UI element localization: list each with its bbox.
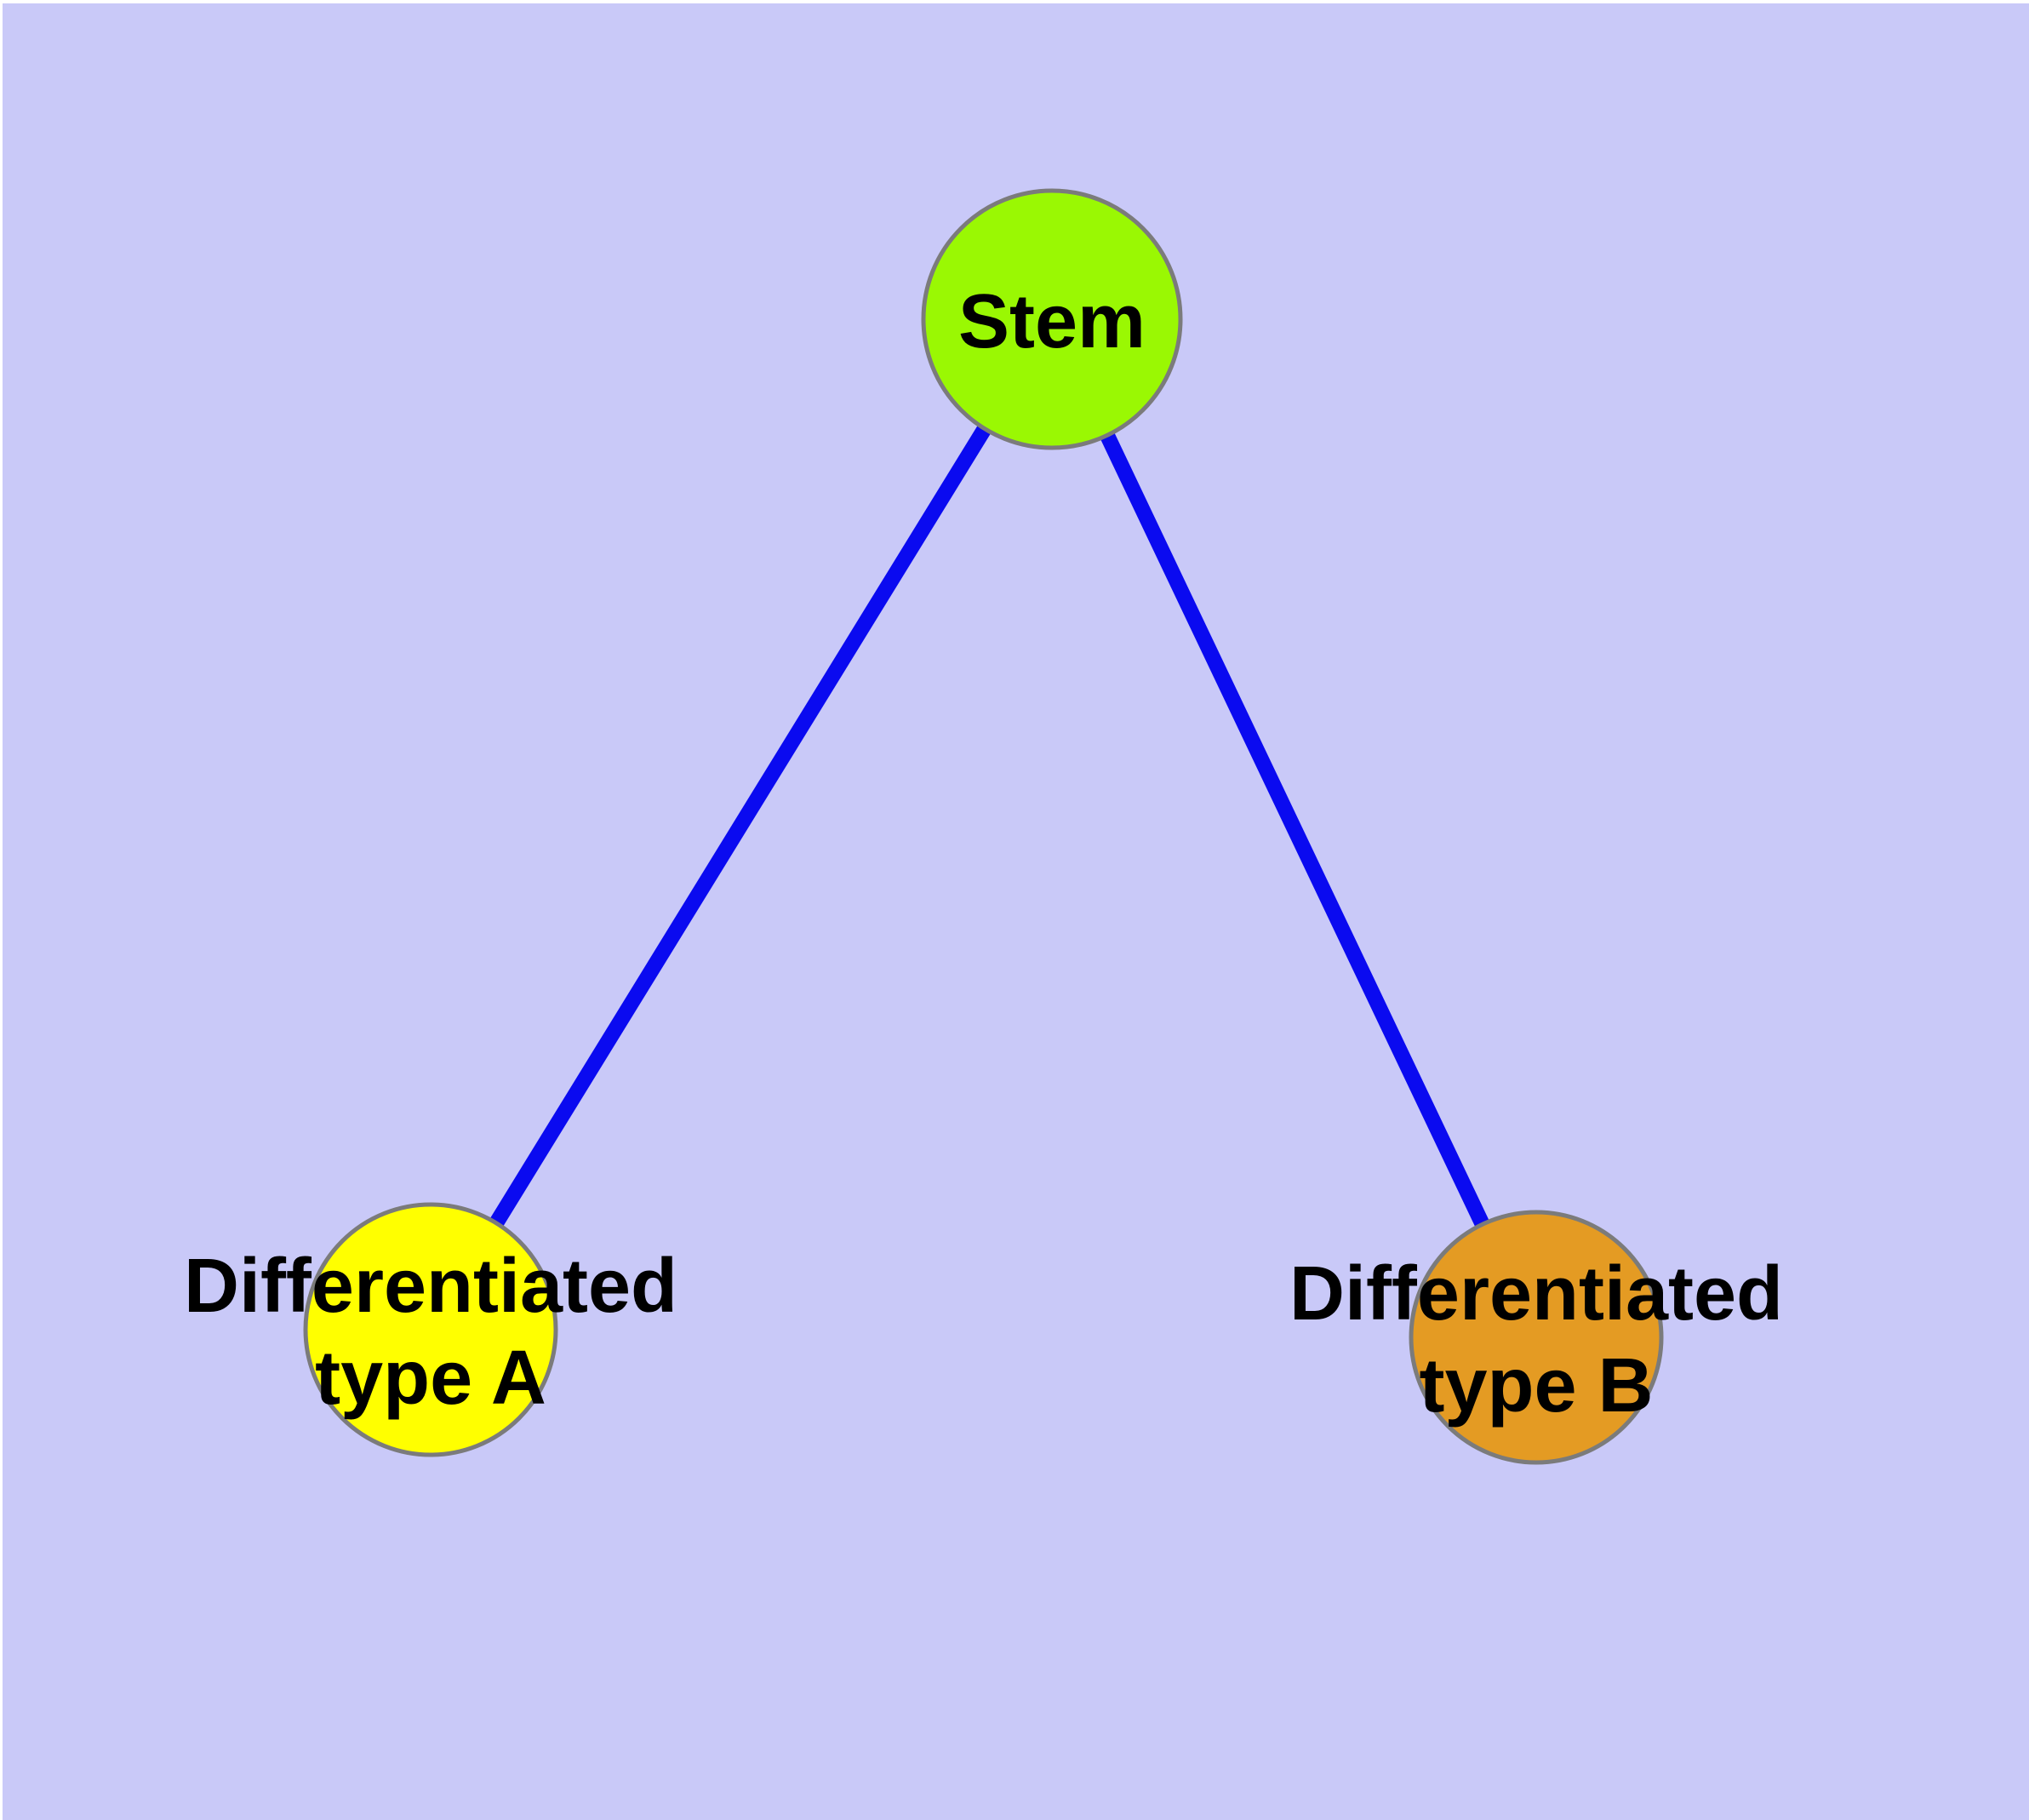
node-stem: Stem bbox=[921, 188, 1183, 450]
type-a-node-label-line1: Differentiated bbox=[184, 1244, 677, 1329]
node-type-a: Differentiated type A bbox=[184, 1202, 677, 1457]
type-a-node-label-line2: type A bbox=[315, 1336, 546, 1421]
node-type-b: Differentiated type B bbox=[1289, 1210, 1783, 1465]
stem-node-label: Stem bbox=[958, 279, 1146, 364]
edge-stem-to-type-b bbox=[1044, 316, 1544, 1341]
type-b-node-label-line1: Differentiated bbox=[1289, 1251, 1783, 1336]
edge-stem-to-type-a bbox=[424, 315, 1059, 1334]
type-b-node-circle bbox=[1409, 1210, 1664, 1465]
type-b-node-label-line2: type B bbox=[1419, 1343, 1653, 1428]
stem-node-circle bbox=[921, 188, 1183, 450]
type-a-node-circle bbox=[303, 1202, 558, 1457]
edge-group bbox=[424, 315, 1544, 1341]
